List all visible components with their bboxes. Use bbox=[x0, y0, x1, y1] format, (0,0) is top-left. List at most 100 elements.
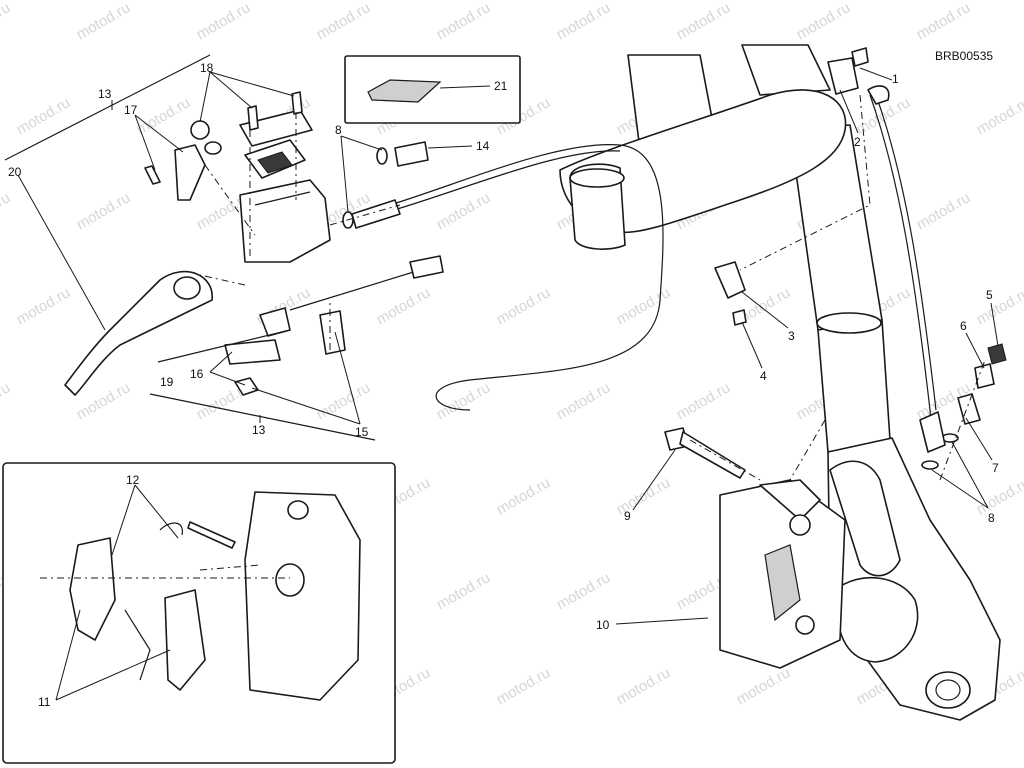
leader-3 bbox=[741, 291, 789, 329]
leader-lines bbox=[17, 67, 999, 701]
leader-17 bbox=[134, 114, 184, 171]
watermark-text: motod.ru bbox=[434, 569, 494, 613]
banjo-bolt-master bbox=[394, 141, 429, 167]
brake-hose-outline bbox=[393, 150, 621, 211]
watermark-text: motod.ru bbox=[494, 284, 554, 328]
clamp-screw bbox=[144, 165, 161, 185]
cap-screw-right bbox=[291, 91, 303, 115]
watermark-text: motod.ru bbox=[614, 284, 674, 328]
watermark-text: motod.ru bbox=[494, 664, 554, 708]
front-fork-assembly bbox=[559, 44, 1001, 721]
bracket-13-bottom bbox=[149, 393, 376, 441]
watermark-text: motod.ru bbox=[554, 569, 614, 613]
reservoir-cap bbox=[239, 109, 313, 147]
watermark-text: motod.ru bbox=[914, 189, 974, 233]
hose-banjo-master bbox=[351, 199, 401, 229]
bleed-valve-group bbox=[919, 343, 1007, 470]
watermark-text: motod.ru bbox=[794, 0, 854, 43]
leader-8-right bbox=[931, 441, 989, 509]
cap-screw-left bbox=[247, 105, 259, 131]
watermark-text: motod.ru bbox=[974, 284, 1024, 328]
brake-hose-caliper-outline bbox=[875, 94, 937, 411]
watermark-text: motod.ru bbox=[434, 379, 494, 423]
watermark-text: motod.ru bbox=[974, 94, 1024, 138]
leader-16 bbox=[209, 351, 246, 386]
handlebar-clamp bbox=[174, 144, 206, 201]
leader-18 bbox=[199, 71, 295, 123]
watermark-text: motod.ru bbox=[914, 0, 974, 43]
switch-wire bbox=[289, 269, 421, 311]
callout-13-bottom: 13 bbox=[252, 423, 266, 437]
leader-12 bbox=[111, 484, 179, 556]
hose-clamp bbox=[827, 57, 859, 95]
callout-12: 12 bbox=[126, 473, 140, 487]
brake-lever bbox=[64, 270, 213, 396]
dash-4 bbox=[329, 204, 401, 226]
o-ring bbox=[204, 141, 222, 155]
callout-labels: 1 2 3 4 5 6 7 8 8 9 10 11 12 13 13 14 15… bbox=[8, 61, 999, 709]
leader-5 bbox=[990, 302, 999, 347]
bleed-screw bbox=[974, 363, 995, 389]
brake-pad-inset bbox=[2, 462, 396, 764]
callout-17: 17 bbox=[124, 103, 138, 117]
callout-20: 20 bbox=[8, 165, 22, 179]
banjo-bolt-caliper bbox=[957, 393, 981, 425]
brake-hose bbox=[389, 143, 664, 411]
brake-pad-outer bbox=[69, 537, 116, 641]
fork-slider bbox=[817, 319, 891, 453]
leader-6 bbox=[965, 332, 985, 369]
pad-pin bbox=[187, 521, 236, 549]
callout-14: 14 bbox=[476, 139, 490, 153]
brake-caliper bbox=[719, 479, 846, 669]
dash-3 bbox=[204, 164, 256, 236]
callout-15: 15 bbox=[355, 425, 369, 439]
caliper-half-view bbox=[244, 491, 361, 701]
drawing-code: BRB00535 bbox=[935, 49, 993, 63]
switch-bracket bbox=[224, 339, 281, 365]
leader-10 bbox=[615, 617, 709, 625]
fork-tube-right-top bbox=[741, 44, 831, 96]
leader-15 bbox=[251, 331, 361, 425]
watermark-text: motod.ru bbox=[314, 0, 374, 43]
diaphragm-center bbox=[257, 151, 293, 174]
watermark-text: motod.ru bbox=[194, 0, 254, 43]
leader-1 bbox=[859, 67, 893, 81]
callout-4: 4 bbox=[760, 369, 767, 383]
dash-7 bbox=[789, 419, 826, 481]
washer-b bbox=[376, 147, 388, 165]
caliper-half-hole bbox=[287, 500, 309, 520]
watermark-text: motod.ru bbox=[614, 664, 674, 708]
watermark-text: motod.ru bbox=[674, 379, 734, 423]
watermark-text: motod.ru bbox=[434, 0, 494, 43]
hose-guide bbox=[714, 261, 746, 299]
leader-14 bbox=[427, 145, 473, 149]
callout-2: 2 bbox=[854, 135, 861, 149]
axle-bore bbox=[925, 671, 971, 709]
leader-4 bbox=[741, 321, 763, 369]
pin-clip bbox=[159, 522, 183, 536]
callout-9: 9 bbox=[624, 509, 631, 523]
bracket-19 bbox=[157, 329, 291, 363]
watermark-text: motod.ru bbox=[74, 189, 134, 233]
axle-bore-inner bbox=[935, 679, 961, 701]
watermark-text: motod.ru bbox=[134, 94, 194, 138]
watermark-text: motod.ru bbox=[14, 284, 74, 328]
dash-10 bbox=[199, 274, 246, 286]
watermark-text: motod.ru bbox=[0, 0, 13, 43]
caliper-mount-hole-top bbox=[789, 514, 811, 536]
watermark-text: motod.ru bbox=[554, 379, 614, 423]
callout-11: 11 bbox=[38, 695, 51, 709]
brake-pad-inner bbox=[164, 589, 206, 691]
watermark-text: motod.ru bbox=[734, 664, 794, 708]
callout-1: 1 bbox=[892, 72, 899, 86]
master-cylinder-body bbox=[239, 179, 331, 263]
callout-10: 10 bbox=[596, 618, 610, 632]
bracket-13-top bbox=[4, 54, 211, 161]
dash-8 bbox=[939, 359, 986, 481]
master-cylinder-assembly bbox=[64, 55, 521, 396]
leader-20 bbox=[17, 174, 106, 331]
sealing-washer-lower bbox=[921, 460, 939, 470]
leader-21 bbox=[439, 85, 491, 89]
callout-7: 7 bbox=[992, 461, 999, 475]
